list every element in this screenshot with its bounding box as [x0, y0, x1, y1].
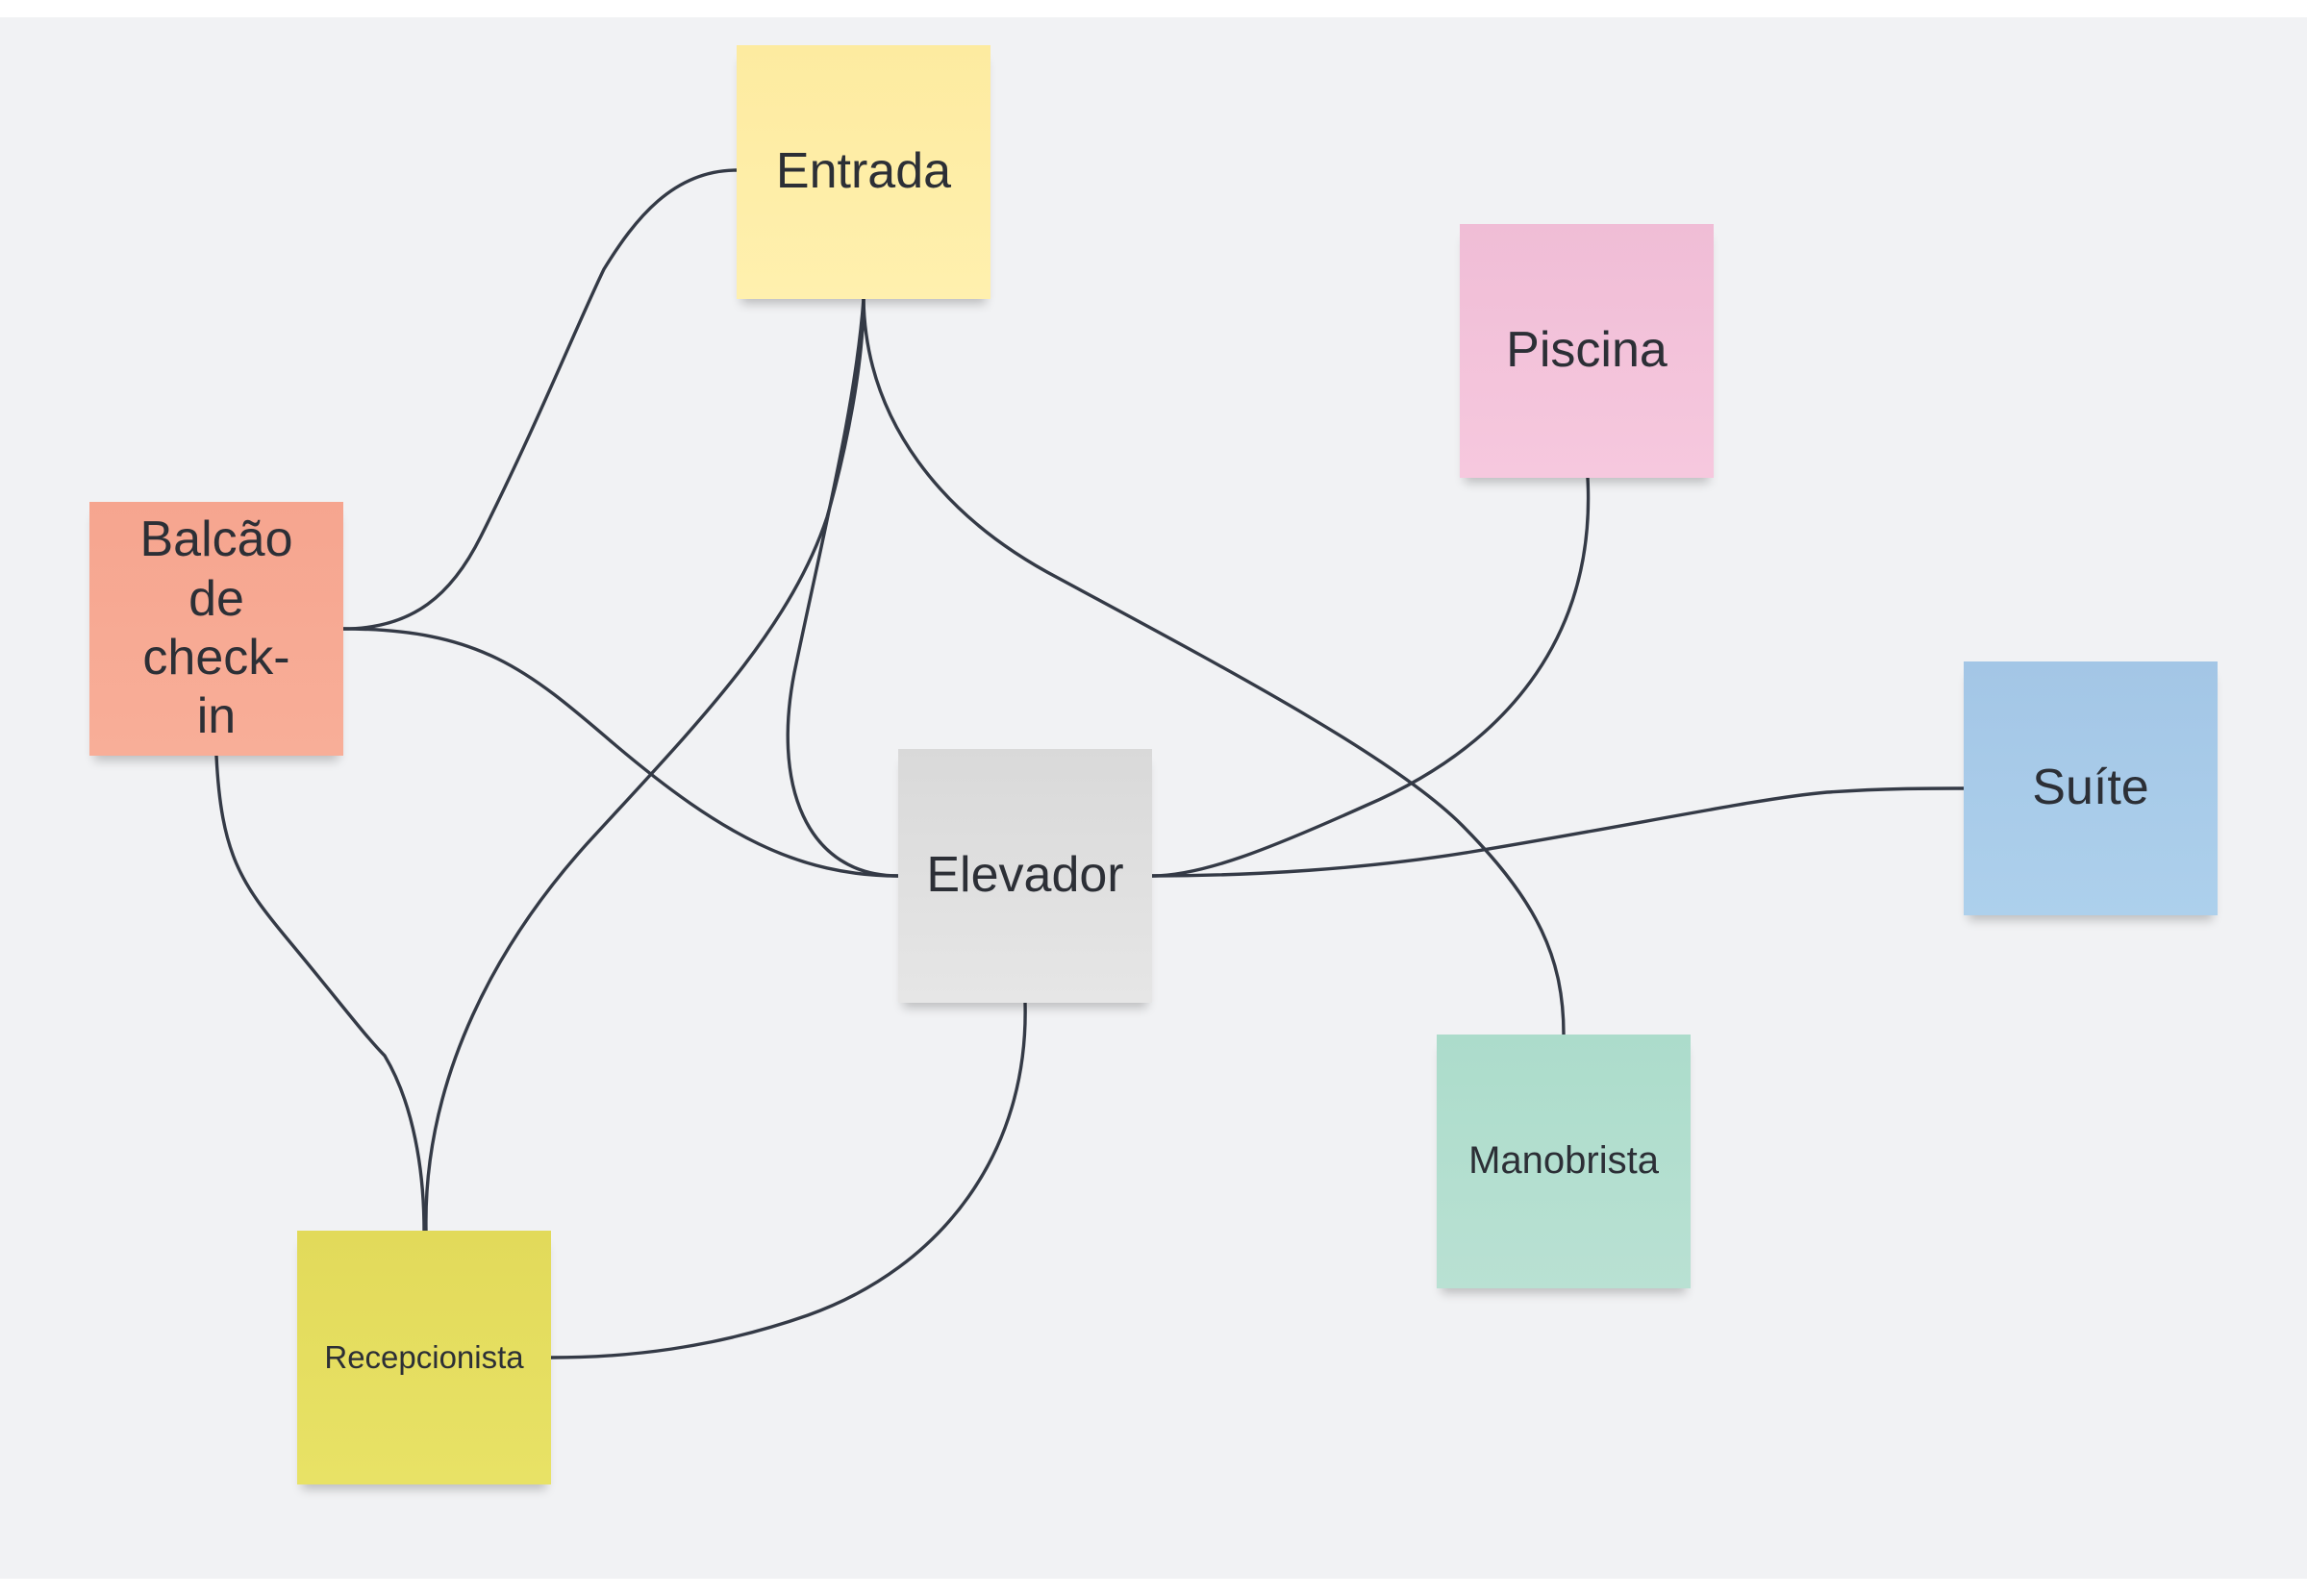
- connector-balcao-recepcionista[interactable]: [214, 754, 426, 1233]
- sticky-note-piscina[interactable]: Piscina: [1460, 224, 1714, 478]
- sticky-note-entrada[interactable]: Entrada: [737, 45, 991, 299]
- whiteboard-canvas[interactable]: Entrada Piscina Balcão de check-in Suíte…: [0, 17, 2307, 1579]
- note-label: Piscina: [1506, 322, 1668, 379]
- sticky-note-balcao-de-check-in[interactable]: Balcão de check-in: [89, 502, 343, 756]
- note-label: Entrada: [775, 143, 952, 200]
- connector-balcao-elevador[interactable]: [341, 627, 900, 878]
- connector-balcao-entrada[interactable]: [341, 168, 739, 631]
- note-label: Recepcionista: [324, 1338, 524, 1375]
- connector-elevador-recepcionista[interactable]: [549, 1001, 1027, 1359]
- connector-entrada-elevador[interactable]: [786, 297, 900, 878]
- connector-entrada-recepcionista[interactable]: [424, 297, 865, 1233]
- note-label: Balcão de check-in: [139, 511, 293, 745]
- sticky-note-elevador[interactable]: Elevador: [898, 749, 1152, 1003]
- sticky-note-recepcionista[interactable]: Recepcionista: [297, 1231, 551, 1484]
- connector-elevador-suite[interactable]: [1150, 786, 1966, 878]
- connector-piscina-elevador[interactable]: [1150, 476, 1591, 878]
- note-label: Elevador: [926, 847, 1124, 904]
- note-label: Manobrista: [1468, 1139, 1659, 1183]
- sticky-note-manobrista[interactable]: Manobrista: [1437, 1035, 1691, 1288]
- sticky-note-suite[interactable]: Suíte: [1964, 661, 2218, 915]
- note-label: Suíte: [2032, 760, 2149, 816]
